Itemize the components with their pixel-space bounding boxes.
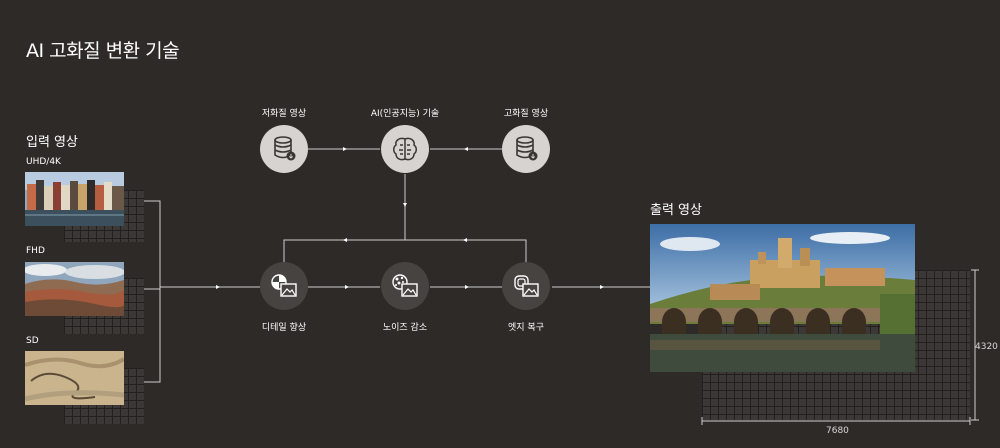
arrow-head bbox=[465, 285, 469, 289]
arrow-head bbox=[464, 147, 468, 151]
output-thumbnail bbox=[650, 224, 915, 372]
arrow-head bbox=[403, 203, 407, 207]
node-label-low-quality: 저화질 영상 bbox=[261, 109, 307, 119]
arrow-head bbox=[343, 147, 347, 151]
arrow-head bbox=[600, 285, 604, 289]
input-label-fhd: FHD bbox=[26, 246, 45, 256]
edge-recovery-node bbox=[502, 262, 550, 310]
database-down-icon bbox=[516, 136, 538, 161]
node-label-edge: 엣지 복구 bbox=[508, 323, 544, 333]
arrow-head bbox=[463, 238, 467, 242]
ai-technology-node bbox=[381, 125, 429, 173]
arrow-head bbox=[345, 285, 349, 289]
arrow-head bbox=[343, 238, 347, 242]
high-quality-node bbox=[502, 125, 550, 173]
input-label-sd: SD bbox=[26, 336, 39, 346]
output-heading: 출력 영상 bbox=[650, 203, 702, 218]
node-label-ai: AI(인공지능) 기술 bbox=[370, 109, 440, 119]
node-label-detail: 디테일 향상 bbox=[261, 323, 307, 333]
arrow-head bbox=[216, 285, 220, 289]
page-title: AI 고화질 변환 기술 bbox=[26, 40, 180, 62]
uhd-thumbnail bbox=[25, 172, 124, 226]
width-label: 7680 bbox=[826, 426, 849, 436]
ai-branch-line bbox=[283, 239, 527, 262]
input-label-uhd: UHD/4K bbox=[26, 157, 61, 167]
node-label-high-quality: 고화질 영상 bbox=[503, 109, 549, 119]
detail-image-icon bbox=[271, 274, 297, 297]
edge-image-icon bbox=[514, 275, 539, 297]
low-quality-node bbox=[260, 125, 308, 173]
sd-thumbnail bbox=[25, 351, 124, 405]
detail-enhancement-node bbox=[260, 262, 308, 310]
height-label: 4320 bbox=[975, 342, 998, 352]
brain-chip-icon bbox=[393, 137, 417, 161]
noise-reduction-node bbox=[381, 262, 429, 310]
noise-image-icon bbox=[392, 274, 418, 297]
input-heading: 입력 영상 bbox=[26, 135, 78, 150]
fhd-thumbnail bbox=[25, 262, 124, 316]
database-down-icon bbox=[274, 136, 296, 161]
node-label-noise: 노이즈 감소 bbox=[382, 323, 428, 333]
